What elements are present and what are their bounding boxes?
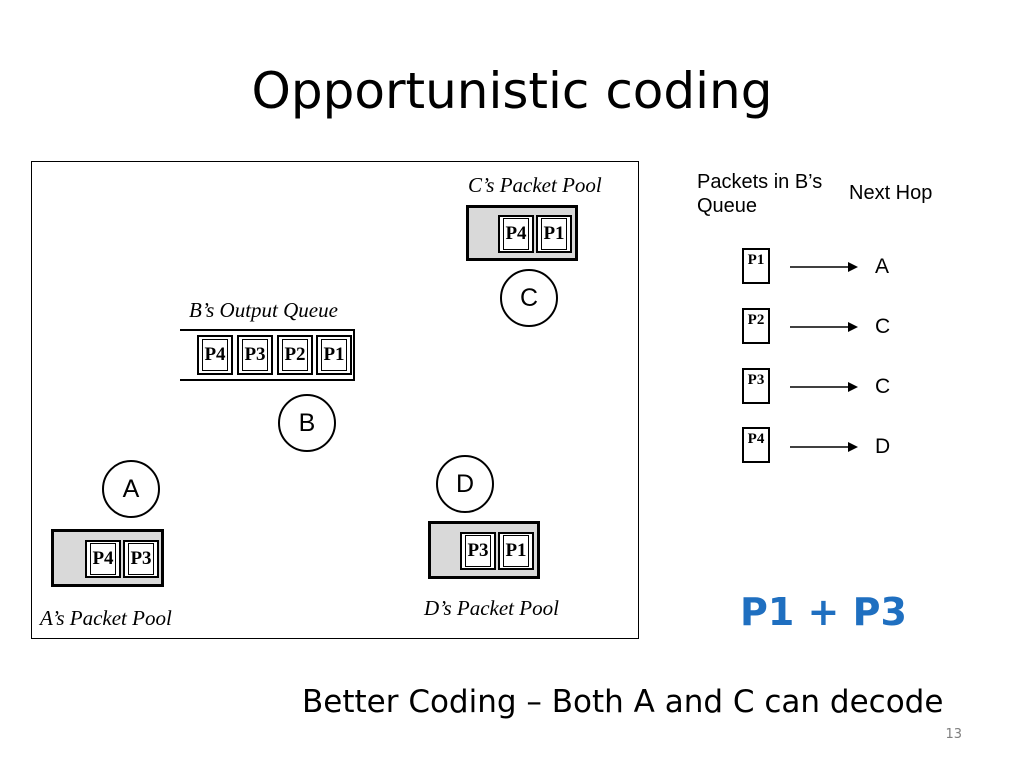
a-pool-packet: P4 <box>85 540 121 578</box>
a-packet-pool: P4 P3 <box>51 529 164 587</box>
table-packet: P1 <box>742 248 770 284</box>
node-d: D <box>436 455 494 513</box>
slide-number: 13 <box>945 727 962 742</box>
b-queue-packet: P2 <box>277 335 313 375</box>
table-header-next-hop: Next Hop <box>849 182 933 204</box>
slide-caption: Better Coding – Both A and C can decode <box>302 684 944 720</box>
arrow-right-icon <box>790 382 858 392</box>
arrow-right-icon <box>790 322 858 332</box>
table-next-hop: C <box>875 375 891 398</box>
a-pool-label: A’s Packet Pool <box>40 606 172 630</box>
queue-end-line <box>353 329 355 379</box>
b-queue-label: B’s Output Queue <box>189 298 338 322</box>
d-pool-packet: P1 <box>498 532 534 570</box>
c-packet-pool: P4 P1 <box>466 205 578 261</box>
c-pool-packet: P4 <box>498 215 534 253</box>
table-packet: P3 <box>742 368 770 404</box>
table-next-hop: D <box>875 435 891 458</box>
table-next-hop: C <box>875 315 891 338</box>
b-queue-packet: P1 <box>316 335 352 375</box>
b-queue-packet: P3 <box>237 335 273 375</box>
d-packet-pool: P3 P1 <box>428 521 540 579</box>
coding-formula: P1 + P3 <box>740 590 907 634</box>
node-a: A <box>102 460 160 518</box>
table-packet: P2 <box>742 308 770 344</box>
a-pool-packet: P3 <box>123 540 159 578</box>
table-packet: P4 <box>742 427 770 463</box>
network-diagram: C’s Packet Pool P4 P1 C B’s Output Queue… <box>31 161 639 639</box>
arrow-right-icon <box>790 262 858 272</box>
table-next-hop: A <box>875 255 890 278</box>
c-pool-label: C’s Packet Pool <box>468 173 602 197</box>
c-pool-packet: P1 <box>536 215 572 253</box>
d-pool-packet: P3 <box>460 532 496 570</box>
d-pool-label: D’s Packet Pool <box>424 596 559 620</box>
node-c: C <box>500 269 558 327</box>
queue-bottom-line <box>180 379 355 381</box>
node-b: B <box>278 394 336 452</box>
slide-title: Opportunistic coding <box>251 62 773 120</box>
table-header-packets: Packets in B’s Queue <box>697 171 823 217</box>
arrow-right-icon <box>790 442 858 452</box>
queue-top-line <box>180 329 355 331</box>
b-queue-packet: P4 <box>197 335 233 375</box>
